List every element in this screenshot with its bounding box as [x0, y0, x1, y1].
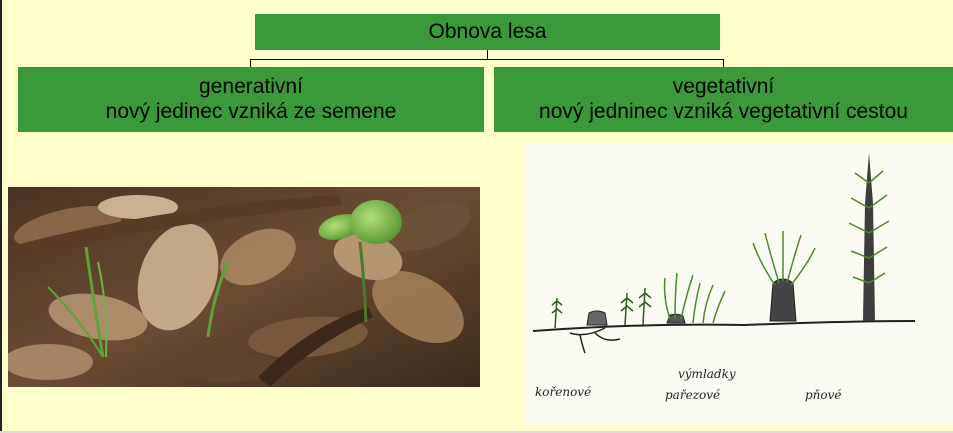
branch-generative-box: generativní nový jedinec vzniká ze semen…	[18, 67, 484, 132]
branch-vegetative-box: vegetativní nový jedninec vzniká vegetat…	[494, 67, 953, 132]
branch-generative-subtitle: nový jedinec vzniká ze semene	[18, 99, 484, 124]
connector-right-drop	[723, 59, 724, 67]
sprouting-sketch-drawing	[525, 143, 953, 425]
branch-vegetative-title: vegetativní	[494, 74, 953, 99]
connector-root-stem	[487, 50, 488, 59]
seedling-photo-drawing	[8, 187, 480, 387]
label-pollard-sprouts: pňové	[805, 388, 842, 402]
label-root-sprouts: kořenové	[535, 385, 591, 399]
sprouting-types-sketch: kořenové výmladky pařezové pňové	[525, 143, 953, 425]
branch-vegetative-subtitle: nový jedninec vzniká vegetativní cestou	[494, 99, 953, 124]
label-stump-sprouts: pařezové	[665, 388, 720, 402]
label-sprouts-heading: výmladky	[678, 367, 736, 381]
branch-generative-title: generativní	[18, 74, 484, 99]
slide-left-border	[0, 0, 2, 433]
root-node-label: Obnova lesa	[429, 20, 547, 43]
connector-horizontal	[250, 59, 724, 60]
root-node-box: Obnova lesa	[255, 14, 720, 50]
seedling-forest-floor-photo	[8, 187, 480, 387]
connector-left-drop	[250, 59, 251, 67]
